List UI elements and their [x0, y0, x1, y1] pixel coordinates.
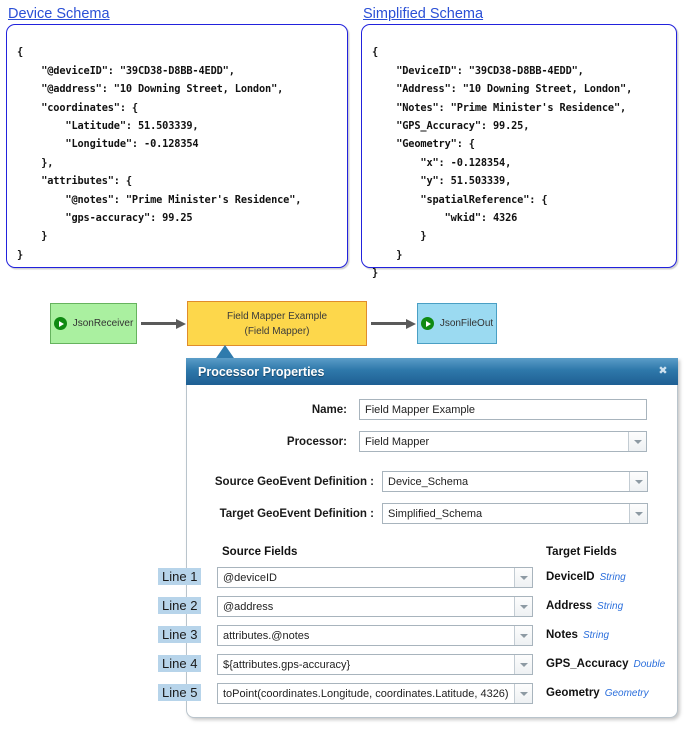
source-field-select-4[interactable]: ${attributes.gps-accuracy}: [217, 654, 533, 675]
close-icon[interactable]: ✖: [658, 365, 668, 377]
source-field-value-1: @deviceID: [223, 571, 277, 584]
device-schema-title: Device Schema: [8, 6, 110, 22]
arrow-receiver-to-processor: [141, 318, 186, 329]
target-field-type-4: Double: [633, 659, 666, 670]
row-processor: Processor: Field Mapper: [187, 431, 667, 452]
target-field-3: Notes String: [546, 629, 609, 641]
target-field-type-5: Geometry: [604, 688, 649, 699]
chevron-down-icon[interactable]: [514, 568, 532, 587]
row-source-definition: Source GeoEvent Definition : Device_Sche…: [187, 471, 667, 492]
arrow-processor-to-output: [371, 318, 416, 329]
name-input[interactable]: Field Mapper Example: [359, 399, 647, 420]
simplified-schema-title: Simplified Schema: [363, 6, 484, 22]
target-field-2: Address String: [546, 600, 623, 612]
target-field-name-1: DeviceID: [546, 571, 595, 583]
flow-node-json-receiver[interactable]: JsonReceiver: [50, 303, 137, 344]
target-field-5: Geometry Geometry: [546, 687, 649, 699]
target-field-type-1: String: [599, 572, 626, 583]
simplified-schema-code: { "DeviceID": "39CD38-D8BB-4EDD", "Addre…: [372, 46, 633, 280]
flow-node-field-mapper[interactable]: Field Mapper Example (Field Mapper): [187, 301, 367, 346]
source-field-value-2: @address: [223, 600, 274, 613]
chevron-down-icon[interactable]: [514, 655, 532, 674]
target-definition-label: Target GeoEvent Definition :: [219, 507, 374, 520]
dialog-title: Processor Properties: [198, 364, 325, 379]
device-schema-code: { "@deviceID": "39CD38-D8BB-4EDD", "@add…: [17, 46, 302, 261]
source-fields-header: Source Fields: [222, 546, 298, 558]
dialog-titlebar: Processor Properties ✖: [186, 358, 678, 385]
target-definition-value: Simplified_Schema: [388, 507, 483, 520]
source-definition-value: Device_Schema: [388, 475, 469, 488]
source-field-select-5[interactable]: toPoint(coordinates.Longitude, coordinat…: [217, 683, 533, 704]
processor-select-value: Field Mapper: [365, 435, 430, 448]
play-icon: [53, 317, 67, 330]
flow-node-json-file-out-label: JsonFileOut: [439, 318, 494, 329]
flow-node-json-receiver-label: JsonReceiver: [72, 318, 134, 329]
line-tag-4: Line 4: [158, 655, 202, 672]
device-schema-box: { "@deviceID": "39CD38-D8BB-4EDD", "@add…: [6, 24, 348, 268]
chevron-down-icon[interactable]: [514, 626, 532, 645]
processor-properties-dialog: Processor Properties ✖ Name: Field Mappe…: [186, 358, 678, 718]
line-tag-3: Line 3: [158, 626, 202, 643]
source-field-select-3[interactable]: attributes.@notes: [217, 625, 533, 646]
flow-node-field-mapper-subtitle: (Field Mapper): [244, 325, 310, 337]
target-field-1: DeviceID String: [546, 571, 626, 583]
source-field-value-5: toPoint(coordinates.Longitude, coordinat…: [223, 687, 509, 700]
flow-node-field-mapper-title: Field Mapper Example: [226, 310, 328, 322]
processor-label: Processor:: [286, 435, 347, 448]
chevron-down-icon[interactable]: [629, 472, 647, 491]
play-icon: [420, 317, 434, 330]
processor-select[interactable]: Field Mapper: [359, 431, 647, 452]
source-definition-label: Source GeoEvent Definition :: [214, 475, 374, 488]
target-field-name-4: GPS_Accuracy: [546, 658, 629, 670]
target-field-4: GPS_Accuracy Double: [546, 658, 665, 670]
dialog-callout-pointer: [214, 345, 236, 361]
chevron-down-icon[interactable]: [514, 684, 532, 703]
target-field-type-2: String: [597, 601, 624, 612]
chevron-down-icon[interactable]: [629, 504, 647, 523]
chevron-down-icon[interactable]: [628, 432, 646, 451]
line-tag-1: Line 1: [158, 568, 202, 585]
source-field-value-4: ${attributes.gps-accuracy}: [223, 658, 351, 671]
source-definition-select[interactable]: Device_Schema: [382, 471, 648, 492]
row-name: Name: Field Mapper Example: [187, 399, 667, 420]
target-fields-header: Target Fields: [546, 546, 617, 558]
simplified-schema-box: { "DeviceID": "39CD38-D8BB-4EDD", "Addre…: [361, 24, 677, 279]
chevron-down-icon[interactable]: [514, 597, 532, 616]
name-label: Name:: [311, 403, 347, 416]
target-field-name-2: Address: [546, 600, 593, 612]
source-field-select-1[interactable]: @deviceID: [217, 567, 533, 588]
target-field-name-5: Geometry: [546, 687, 600, 699]
row-target-definition: Target GeoEvent Definition : Simplified_…: [187, 503, 667, 524]
source-field-value-3: attributes.@notes: [223, 629, 310, 642]
source-field-select-2[interactable]: @address: [217, 596, 533, 617]
line-tag-5: Line 5: [158, 684, 202, 701]
target-field-type-3: String: [582, 630, 610, 641]
flow-node-json-file-out[interactable]: JsonFileOut: [417, 303, 497, 344]
target-field-name-3: Notes: [546, 629, 578, 641]
target-definition-select[interactable]: Simplified_Schema: [382, 503, 648, 524]
line-tag-2: Line 2: [158, 597, 202, 614]
